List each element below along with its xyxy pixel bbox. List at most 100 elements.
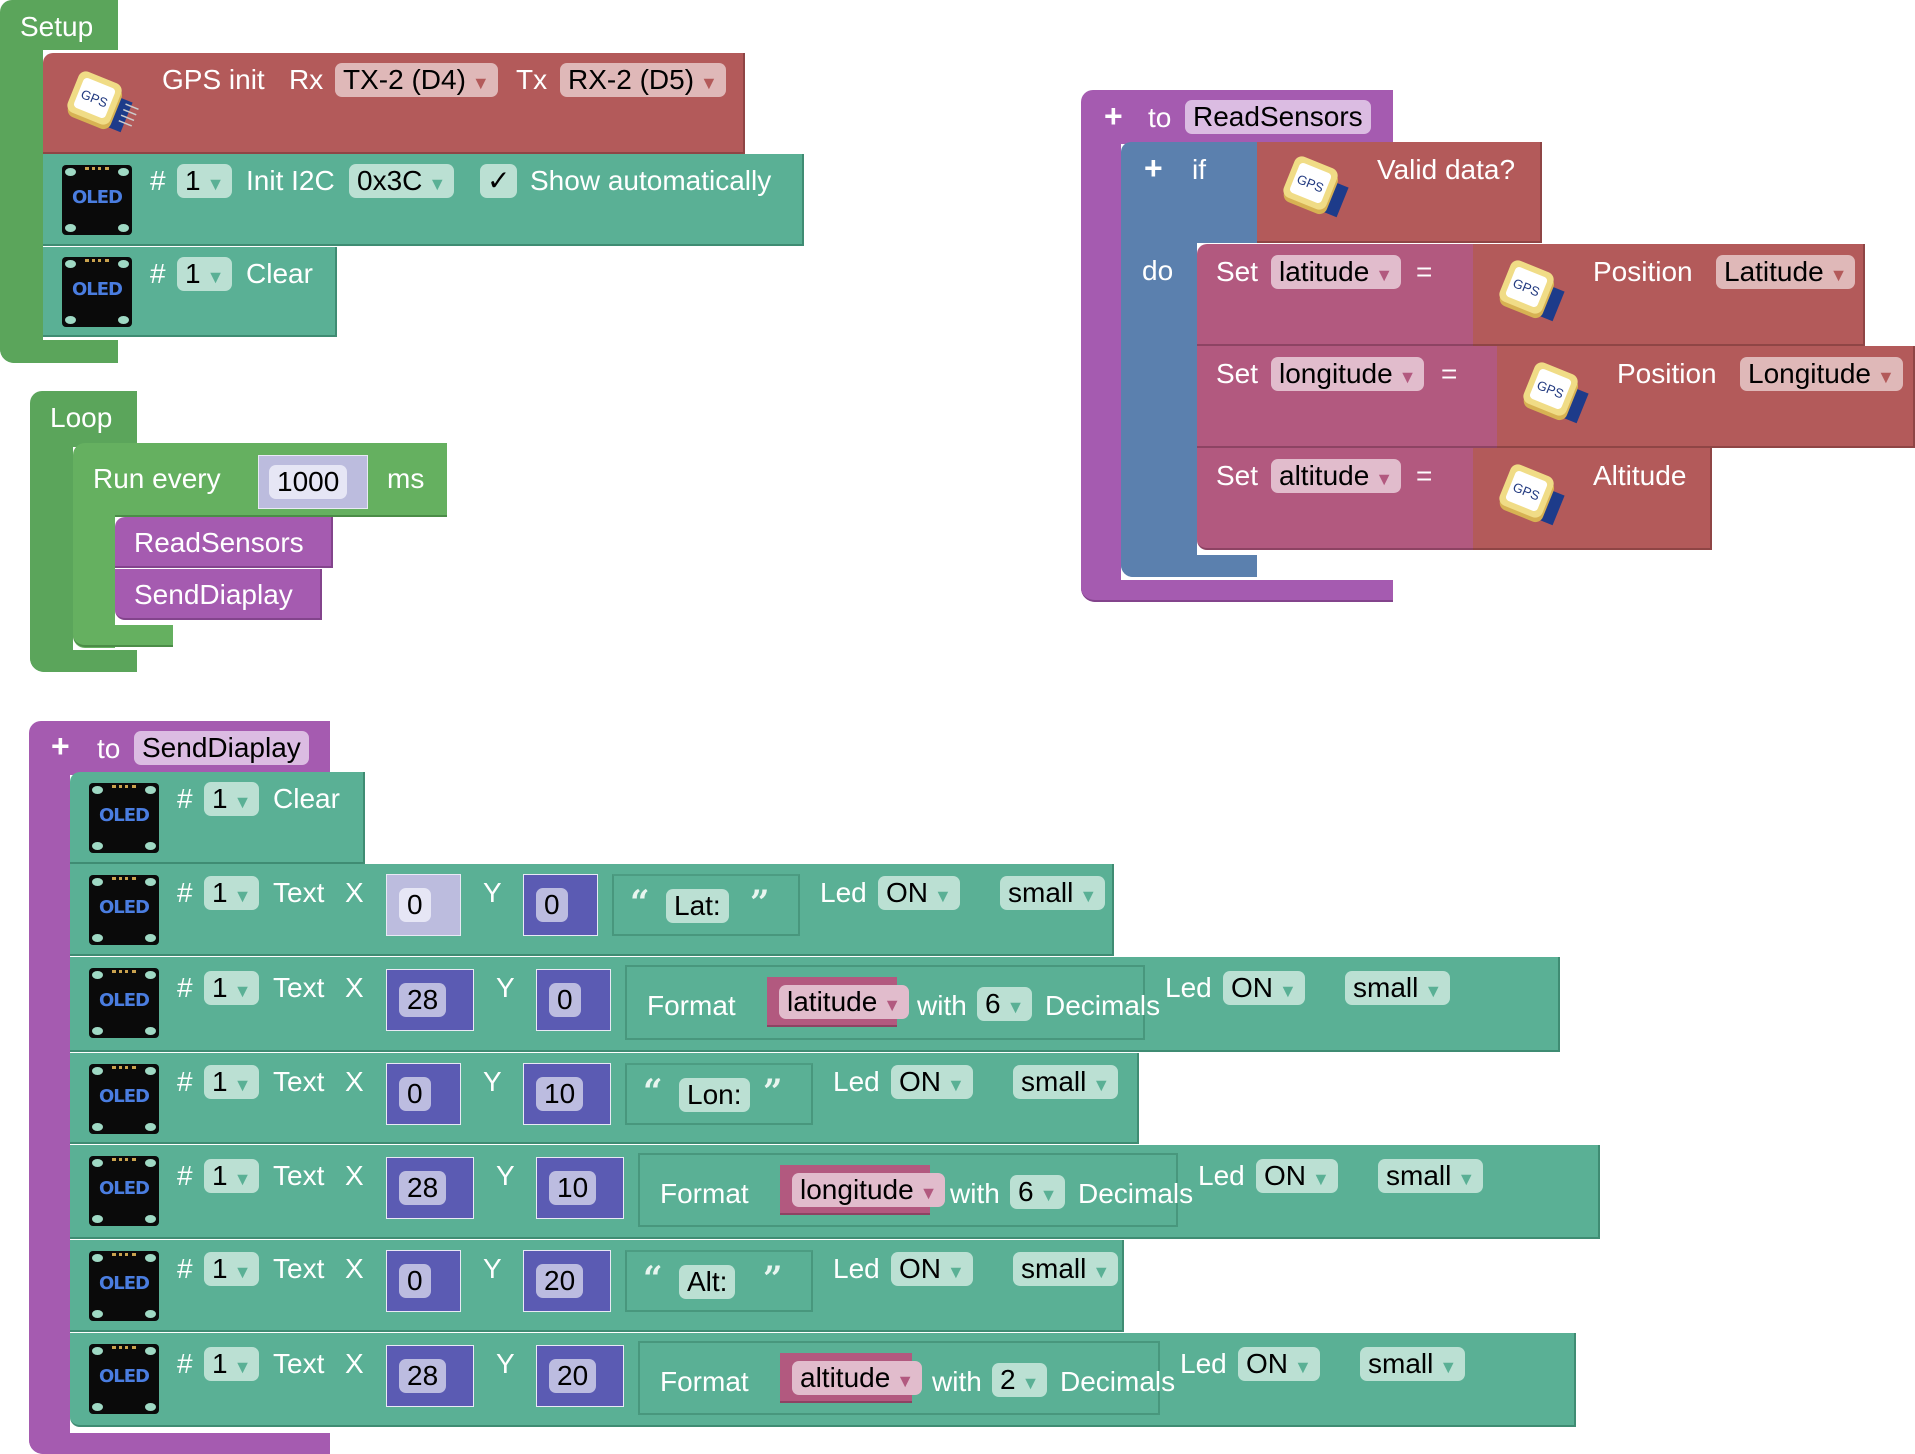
display-number-dropdown[interactable]: 1▼ <box>204 1347 260 1381</box>
variable-dropdown[interactable]: latitude▼ <box>1271 255 1402 289</box>
x-input[interactable]: 28 <box>399 983 447 1017</box>
font-size-dropdown[interactable]: small▼ <box>1013 1252 1119 1286</box>
add-parameter-icon[interactable]: + <box>1104 98 1123 134</box>
text-string-block[interactable]: “ Lon: ” <box>625 1063 813 1125</box>
variable-dropdown[interactable]: longitude▼ <box>1271 357 1425 391</box>
font-size-dropdown[interactable]: small▼ <box>1000 876 1106 910</box>
x-number-block[interactable]: 0 <box>386 1250 461 1312</box>
x-number-block[interactable]: 28 <box>386 1157 474 1219</box>
i2c-address-dropdown[interactable]: 0x3C▼ <box>349 164 455 198</box>
set-longitude-block[interactable]: Set longitude▼ = <box>1197 346 1497 448</box>
format-number-block[interactable]: Format altitude▼ with 2▼ Decimals <box>638 1341 1175 1415</box>
y-input[interactable]: 10 <box>549 1171 597 1205</box>
decimals-dropdown[interactable]: 6▼ <box>977 987 1033 1021</box>
position-longitude-block[interactable]: GPS Position Longitude▼ <box>1497 346 1915 448</box>
display-number-dropdown[interactable]: 1▼ <box>177 164 233 198</box>
text-string-block[interactable]: “ Lat: ” <box>612 874 800 936</box>
x-number-block[interactable]: 0 <box>386 874 461 936</box>
show-automatically-checkbox[interactable]: ✓ <box>480 164 518 198</box>
interval-number-block[interactable]: 1000 <box>258 455 368 509</box>
x-number-block[interactable]: 28 <box>386 969 474 1031</box>
call-senddiaplay-block[interactable]: SendDiaplay <box>115 569 322 620</box>
text-input[interactable]: Alt: <box>679 1265 736 1299</box>
display-number-dropdown[interactable]: 1▼ <box>204 971 260 1005</box>
set-latitude-block[interactable]: Set latitude▼ = <box>1197 244 1473 346</box>
oled-text-block[interactable]: OLED # 1▼ Text X 0 Y 10 “ Lon: ”Led ON▼ … <box>70 1053 1139 1144</box>
oled-text-block[interactable]: OLED # 1▼ Text X 28 Y 20 Format altitude… <box>70 1333 1576 1427</box>
y-number-block[interactable]: 0 <box>523 874 598 936</box>
y-input[interactable]: 0 <box>536 888 568 922</box>
oled-clear-block[interactable]: OLED # 1▼ Clear <box>70 772 365 864</box>
led-dropdown[interactable]: ON▼ <box>1238 1347 1320 1381</box>
x-input[interactable]: 0 <box>399 1077 431 1111</box>
text-input[interactable]: Lon: <box>679 1078 750 1112</box>
variable-dropdown[interactable]: latitude▼ <box>779 985 910 1019</box>
x-input[interactable]: 0 <box>399 888 431 922</box>
text-string-block[interactable]: “ Alt: ” <box>625 1250 813 1312</box>
altitude-block[interactable]: GPS Altitude <box>1473 448 1712 550</box>
font-size-dropdown[interactable]: small▼ <box>1345 971 1451 1005</box>
position-latitude-block[interactable]: GPS Position Latitude▼ <box>1473 244 1865 346</box>
y-input[interactable]: 20 <box>536 1264 584 1298</box>
variable-getter-block[interactable]: latitude▼ <box>767 977 910 1027</box>
oled-text-block[interactable]: OLED # 1▼ Text X 0 Y 20 “ Alt: ”Led ON▼ … <box>70 1240 1124 1332</box>
x-input[interactable]: 28 <box>399 1171 447 1205</box>
led-dropdown[interactable]: ON▼ <box>891 1252 973 1286</box>
interval-input[interactable]: 1000 <box>269 465 348 499</box>
decimals-dropdown[interactable]: 6▼ <box>1010 1175 1066 1209</box>
gps-init-block[interactable]: GPS GPS init Rx TX-2 (D4)▼ Tx RX-2 (D5)▼ <box>43 53 745 154</box>
y-number-block[interactable]: 20 <box>523 1250 611 1312</box>
position-field-dropdown[interactable]: Latitude▼ <box>1716 255 1856 289</box>
if-block[interactable] <box>1121 142 1257 243</box>
oled-clear-block[interactable]: OLED # 1▼ Clear <box>43 247 337 337</box>
font-size-dropdown[interactable]: small▼ <box>1013 1065 1119 1099</box>
variable-getter-block[interactable]: longitude▼ <box>780 1165 946 1215</box>
tx-pin-dropdown[interactable]: RX-2 (D5)▼ <box>560 63 726 97</box>
y-input[interactable]: 10 <box>536 1077 584 1111</box>
font-size-dropdown[interactable]: small▼ <box>1360 1347 1466 1381</box>
oled-text-block[interactable]: OLED # 1▼ Text X 28 Y 0 Format latitude▼… <box>70 957 1560 1052</box>
valid-data-block[interactable]: GPS Valid data? <box>1257 142 1542 243</box>
x-number-block[interactable]: 28 <box>386 1345 474 1407</box>
display-number-dropdown[interactable]: 1▼ <box>204 1252 260 1286</box>
display-number-dropdown[interactable]: 1▼ <box>177 257 233 291</box>
led-dropdown[interactable]: ON▼ <box>891 1065 973 1099</box>
led-dropdown[interactable]: ON▼ <box>1223 971 1305 1005</box>
y-number-block[interactable]: 0 <box>536 969 611 1031</box>
font-size-dropdown[interactable]: small▼ <box>1378 1159 1484 1193</box>
function-name-field[interactable]: SendDiaplay <box>134 731 309 765</box>
variable-dropdown[interactable]: longitude▼ <box>792 1173 946 1207</box>
rx-pin-dropdown[interactable]: TX-2 (D4)▼ <box>335 63 498 97</box>
variable-dropdown[interactable]: altitude▼ <box>1271 459 1402 493</box>
function-name-field[interactable]: ReadSensors <box>1185 100 1371 134</box>
loop-block[interactable] <box>30 391 137 447</box>
x-input[interactable]: 0 <box>399 1264 431 1298</box>
led-dropdown[interactable]: ON▼ <box>878 876 960 910</box>
call-readsensors-block[interactable]: ReadSensors <box>115 517 333 568</box>
decimals-dropdown[interactable]: 2▼ <box>992 1363 1048 1397</box>
y-number-block[interactable]: 10 <box>536 1157 624 1219</box>
led-dropdown[interactable]: ON▼ <box>1256 1159 1338 1193</box>
y-number-block[interactable]: 20 <box>536 1345 624 1407</box>
set-altitude-block[interactable]: Set altitude▼ = <box>1197 448 1473 550</box>
x-input[interactable]: 28 <box>399 1359 447 1393</box>
format-number-block[interactable]: Format longitude▼ with 6▼ Decimals <box>638 1153 1193 1227</box>
oled-text-block[interactable]: OLED # 1▼ Text X 0 Y 0 “ Lat: ”Led ON▼ s… <box>70 864 1114 956</box>
y-input[interactable]: 0 <box>549 983 581 1017</box>
variable-dropdown[interactable]: altitude▼ <box>792 1361 923 1395</box>
run-every-block[interactable]: Run every 1000 ms <box>73 443 447 517</box>
text-input[interactable]: Lat: <box>666 889 729 923</box>
display-number-dropdown[interactable]: 1▼ <box>204 876 260 910</box>
oled-init-block[interactable]: OLED # 1▼ Init I2C 0x3C▼ ✓ Show automati… <box>43 154 804 246</box>
y-input[interactable]: 20 <box>549 1359 597 1393</box>
display-number-dropdown[interactable]: 1▼ <box>204 1065 260 1099</box>
x-number-block[interactable]: 0 <box>386 1063 461 1125</box>
add-else-icon[interactable]: + <box>1144 150 1163 186</box>
display-number-dropdown[interactable]: 1▼ <box>204 782 260 816</box>
display-number-dropdown[interactable]: 1▼ <box>204 1159 260 1193</box>
format-number-block[interactable]: Format latitude▼ with 6▼ Decimals <box>625 965 1160 1040</box>
add-parameter-icon[interactable]: + <box>51 728 70 764</box>
variable-getter-block[interactable]: altitude▼ <box>780 1353 923 1403</box>
y-number-block[interactable]: 10 <box>523 1063 611 1125</box>
position-field-dropdown[interactable]: Longitude▼ <box>1740 357 1903 391</box>
